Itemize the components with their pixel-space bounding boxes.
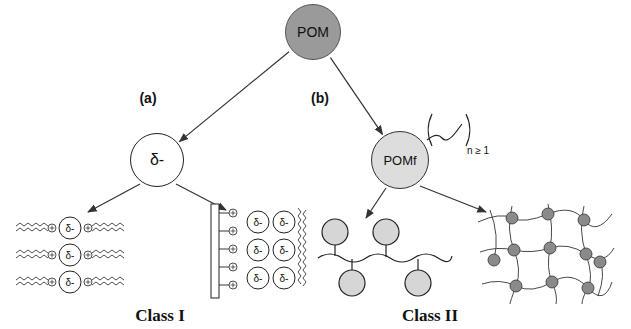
molecule-circle: δ- <box>130 133 184 187</box>
repeat-count: n ≥ 1 <box>467 145 489 156</box>
surface-layer <box>211 204 306 298</box>
molecule-circle: POM <box>285 4 341 60</box>
cross-linked-network <box>478 204 614 304</box>
molecule-circle: POMf <box>371 131 429 189</box>
node-text: δ- <box>150 151 164 169</box>
lamellar-stack <box>16 217 124 293</box>
charge-label: δ- <box>280 217 289 228</box>
vinyl-chain <box>427 114 470 146</box>
pendant-polymer <box>318 219 452 296</box>
node-text: POM <box>297 24 329 40</box>
charge-label: δ- <box>66 223 75 234</box>
charge-label: δ- <box>66 277 75 288</box>
node-text: POMf <box>383 153 416 168</box>
reaction-arrow <box>330 58 382 135</box>
charge-label: δ- <box>254 273 263 284</box>
charge-label: δ- <box>254 245 263 256</box>
reaction-arrow <box>179 52 289 142</box>
class-label: Class I <box>135 306 185 326</box>
charge-label: δ- <box>254 217 263 228</box>
branch-label: (a) <box>139 90 156 106</box>
charge-label: δ- <box>280 273 289 284</box>
charge-label: δ- <box>280 245 289 256</box>
branch-label: (b) <box>311 90 329 106</box>
class-label: Class II <box>402 306 458 326</box>
charge-label: δ- <box>66 250 75 261</box>
